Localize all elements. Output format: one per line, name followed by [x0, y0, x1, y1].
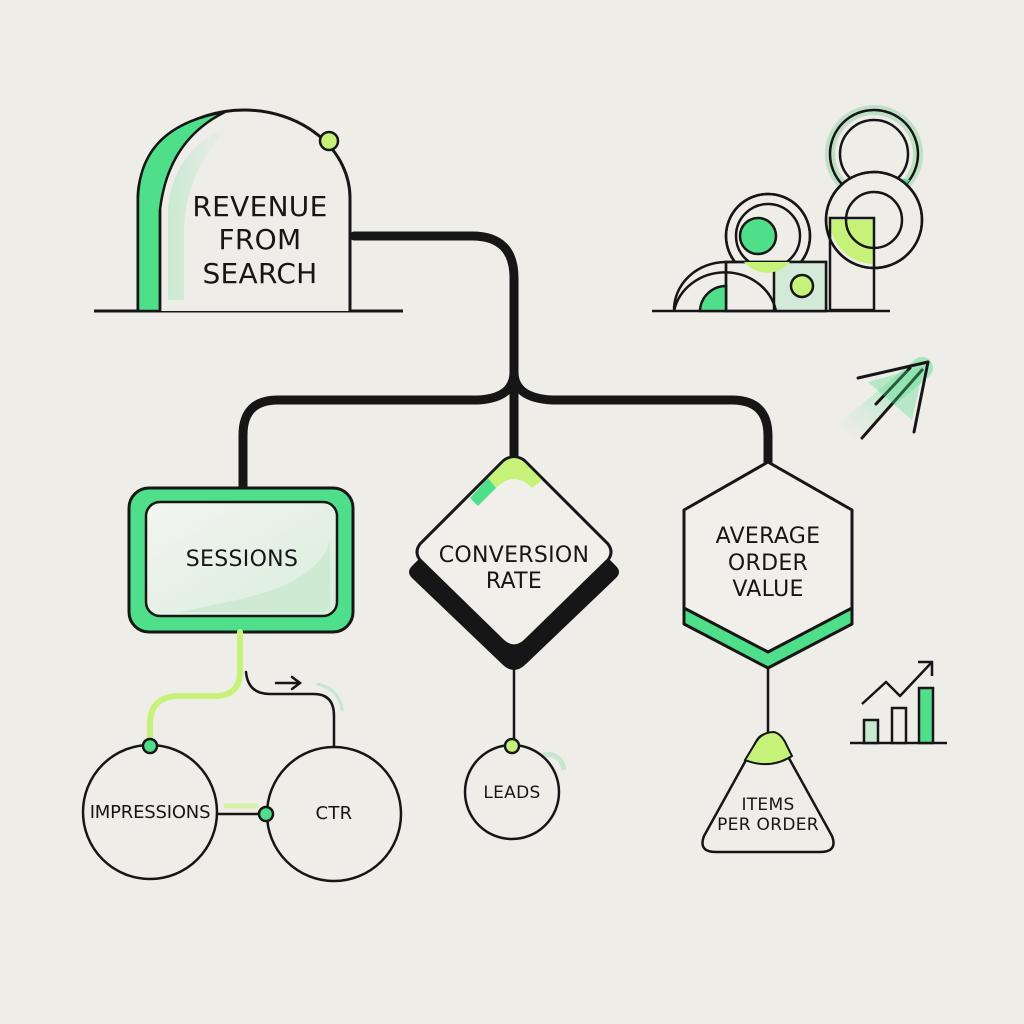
bar-chart-icon: [850, 662, 947, 743]
accent-dot: [320, 132, 338, 150]
trend-arrow-icon: [846, 362, 928, 438]
leads-label: LEADS: [472, 780, 552, 806]
aov-label: AVERAGE ORDER VALUE: [688, 518, 848, 610]
decorative-shapes-icon: [652, 110, 922, 311]
sessions-label: SESSIONS: [150, 540, 334, 580]
ctr-label: CTR: [294, 800, 374, 828]
root-label: REVENUE FROM SEARCH: [178, 180, 342, 300]
conversion-label: CONVERSION RATE: [420, 534, 608, 604]
impressions-label: IMPRESSIONS: [86, 798, 214, 828]
leaf-connectors: [150, 632, 768, 814]
items-per-order-label: ITEMS PER ORDER: [708, 790, 828, 840]
